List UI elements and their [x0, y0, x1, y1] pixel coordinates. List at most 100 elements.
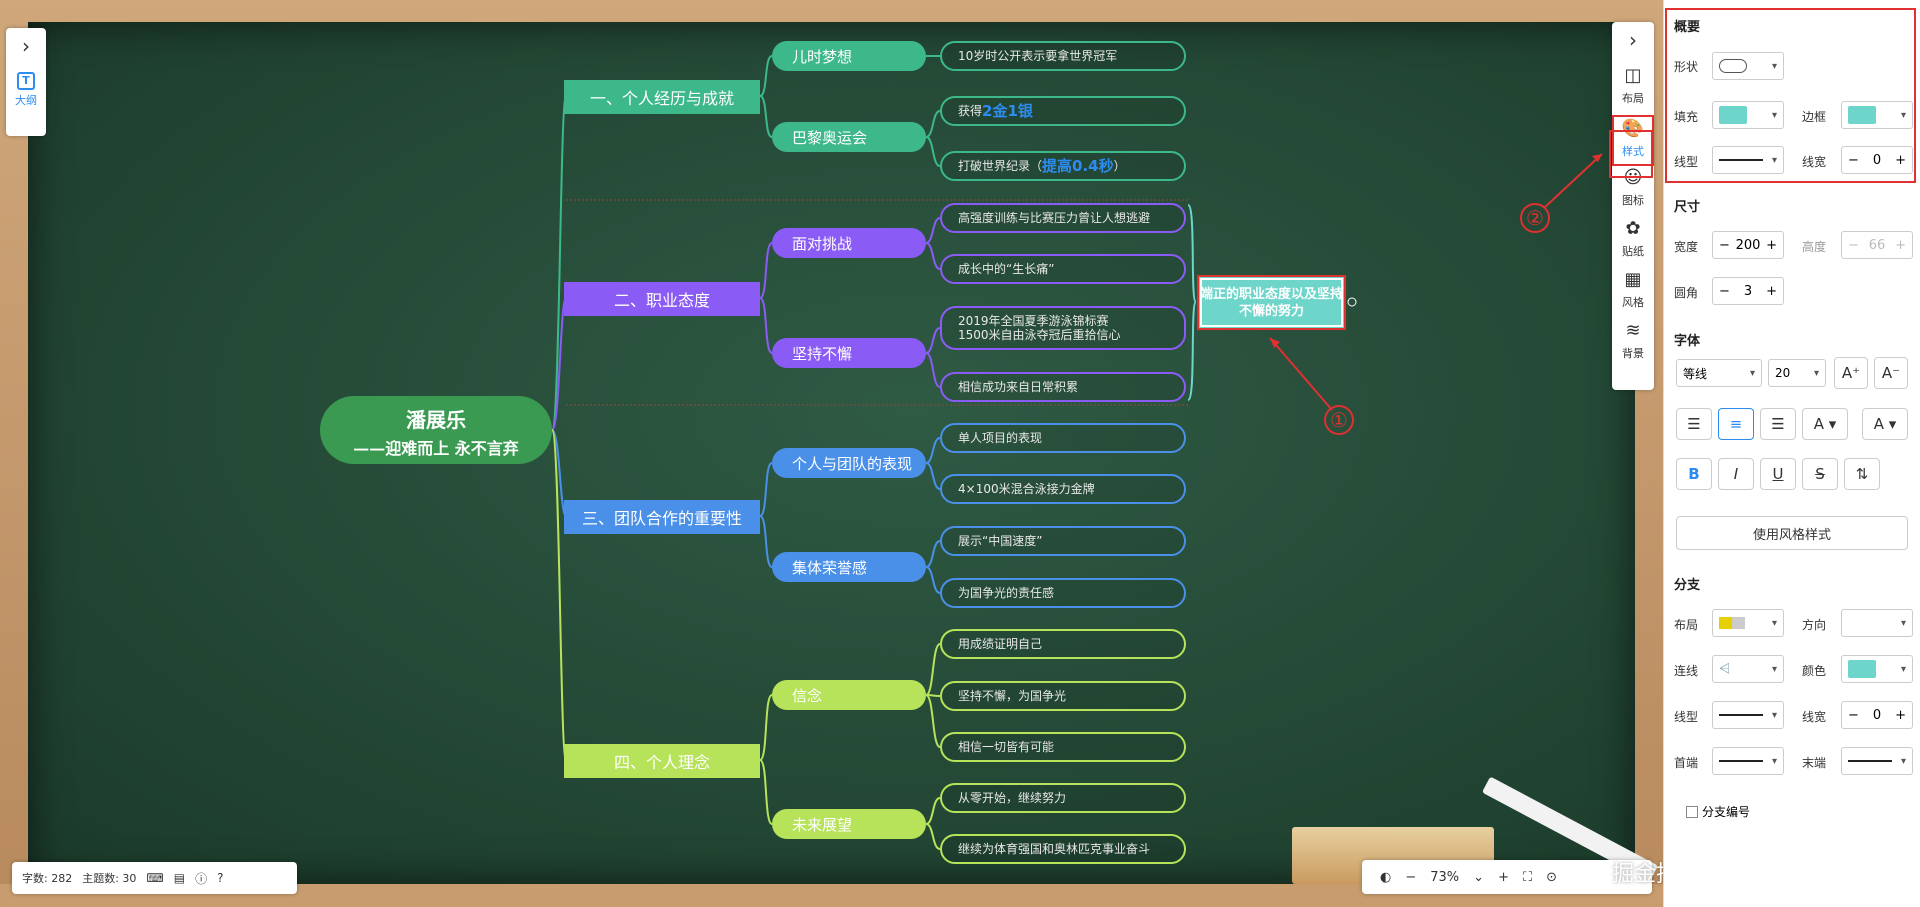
- subtopic-node[interactable]: 面对挑战: [772, 228, 926, 258]
- plus-icon[interactable]: +: [1895, 152, 1906, 168]
- branch-numbering-checkbox[interactable]: 分支编号: [1686, 803, 1750, 820]
- zoom-value[interactable]: 73%: [1430, 869, 1460, 885]
- font-family-select[interactable]: 等线▾: [1676, 359, 1762, 387]
- detail-node[interactable]: 成长中的“生长痛”: [940, 254, 1186, 284]
- fill-color-select[interactable]: ▾: [1712, 101, 1784, 129]
- line-width-value[interactable]: 0: [1872, 152, 1882, 168]
- branch-line-type-label: 线型: [1674, 710, 1699, 724]
- chevron-right-icon[interactable]: ›: [22, 34, 30, 58]
- toolbar-sticker-button[interactable]: ✿贴纸: [1612, 217, 1654, 268]
- use-theme-style-button[interactable]: 使用风格样式: [1676, 516, 1908, 550]
- width-value[interactable]: 200: [1735, 237, 1761, 253]
- canvas-area[interactable]: 潘展乐 ——迎难而上 永不言弃 一、个人经历与成就 二、职业态度 三、团队合作的…: [0, 0, 1663, 907]
- branch-line-width-value[interactable]: 0: [1872, 707, 1882, 723]
- minimap-icon[interactable]: ▤: [173, 871, 186, 885]
- size-title: 尺寸: [1674, 200, 1701, 215]
- detail-node[interactable]: 相信成功来自日常积累: [940, 372, 1186, 402]
- chevron-down-icon[interactable]: ⌄: [1473, 869, 1485, 885]
- connector-lines: [551, 55, 1603, 850]
- info-icon[interactable]: ⓘ: [195, 871, 208, 886]
- align-right-icon[interactable]: ☰: [1760, 408, 1796, 440]
- detail-node[interactable]: 相信一切皆有可能: [940, 732, 1186, 762]
- bold-icon[interactable]: B: [1676, 458, 1712, 490]
- plus-icon[interactable]: +: [1895, 707, 1906, 723]
- minus-icon[interactable]: −: [1848, 707, 1859, 723]
- fill-label: 填充: [1674, 110, 1699, 124]
- toolbar-style-button[interactable]: 🎨样式: [1612, 115, 1654, 166]
- branch-topic-4[interactable]: 四、个人理念: [564, 744, 760, 778]
- branch-layout-select[interactable]: ▾: [1712, 609, 1784, 637]
- line-type-select[interactable]: ▾: [1712, 146, 1784, 174]
- border-color-select[interactable]: ▾: [1841, 101, 1913, 129]
- subtopic-node[interactable]: 集体荣誉感: [772, 552, 926, 582]
- keyboard-icon[interactable]: ⌨: [146, 871, 164, 885]
- shape-select[interactable]: ▾: [1712, 52, 1784, 80]
- detail-node[interactable]: 打破世界纪录（提高0.4秒）: [940, 151, 1186, 181]
- line-width-stepper[interactable]: −0 +: [1841, 146, 1913, 174]
- detail-node[interactable]: 展示“中国速度”: [940, 526, 1186, 556]
- chevron-right-icon[interactable]: ›: [1629, 28, 1637, 52]
- subtopic-node[interactable]: 儿时梦想: [772, 41, 926, 71]
- fullscreen-icon[interactable]: ⛶: [1522, 869, 1533, 885]
- branch-topic-1[interactable]: 一、个人经历与成就: [564, 80, 760, 114]
- branch-line-width-stepper[interactable]: −0 +: [1841, 701, 1913, 729]
- detail-node[interactable]: 为国争光的责任感: [940, 578, 1186, 608]
- subtopic-node[interactable]: 未来展望: [772, 809, 926, 839]
- detail-node[interactable]: 坚持不懈，为国争光: [940, 681, 1186, 711]
- detail-node[interactable]: 单人项目的表现: [940, 423, 1186, 453]
- zoom-in-button[interactable]: +: [1498, 869, 1509, 885]
- detail-node[interactable]: 用成绩证明自己: [940, 629, 1186, 659]
- toolbar-theme-button[interactable]: ▦风格: [1612, 268, 1654, 319]
- toolbar-layout-button[interactable]: ◫布局: [1612, 64, 1654, 115]
- font-shrink-button[interactable]: A⁻: [1874, 357, 1908, 389]
- toolbar-background-button[interactable]: ≋背景: [1612, 319, 1654, 370]
- help-icon[interactable]: ?: [217, 871, 224, 885]
- italic-icon[interactable]: I: [1718, 458, 1754, 490]
- outline-button[interactable]: T 大纲: [6, 58, 46, 108]
- font-grow-button[interactable]: A⁺: [1834, 357, 1868, 389]
- width-stepper[interactable]: −200 +: [1712, 231, 1784, 259]
- highlight-color-icon[interactable]: A ▾: [1862, 408, 1908, 440]
- locate-icon[interactable]: ⊙: [1546, 869, 1557, 885]
- strikethrough-icon[interactable]: S: [1802, 458, 1838, 490]
- branch-color-select[interactable]: ▾: [1841, 655, 1913, 683]
- text-color-icon[interactable]: A ▾: [1802, 408, 1848, 440]
- detail-node[interactable]: 高强度训练与比赛压力曾让人想逃避: [940, 203, 1186, 233]
- align-center-icon[interactable]: ≡: [1718, 408, 1754, 440]
- summary-topic[interactable]: 端正的职业态度以及坚持不懈的努力: [1197, 275, 1346, 330]
- detail-node[interactable]: 从零开始，继续努力: [940, 783, 1186, 813]
- detail-node[interactable]: 10岁时公开表示要拿世界冠军: [940, 41, 1186, 71]
- detail-node[interactable]: 4×100米混合泳接力金牌: [940, 474, 1186, 504]
- minus-icon[interactable]: −: [1848, 152, 1859, 168]
- detail-node[interactable]: 2019年全国夏季游泳锦标赛 1500米自由泳夺冠后重拾信心: [940, 306, 1186, 350]
- detail-node-text: 获得: [958, 104, 983, 118]
- end-select[interactable]: ▾: [1841, 747, 1913, 775]
- align-left-icon[interactable]: ☰: [1676, 408, 1712, 440]
- subtopic-node[interactable]: 坚持不懈: [772, 338, 926, 368]
- minus-icon[interactable]: −: [1719, 283, 1730, 299]
- radius-value[interactable]: 3: [1743, 283, 1753, 299]
- underline-icon[interactable]: U: [1760, 458, 1796, 490]
- direction-select[interactable]: ▾: [1841, 609, 1913, 637]
- start-select[interactable]: ▾: [1712, 747, 1784, 775]
- zoom-out-button[interactable]: −: [1405, 869, 1417, 885]
- detail-node[interactable]: 继续为体育强国和奥林匹克事业奋斗: [940, 834, 1186, 864]
- font-family-value: 等线: [1683, 366, 1708, 381]
- plus-icon[interactable]: +: [1766, 283, 1777, 299]
- radius-stepper[interactable]: −3 +: [1712, 277, 1784, 305]
- subtopic-node[interactable]: 个人与团队的表现: [772, 448, 926, 478]
- checkbox-box[interactable]: [1686, 805, 1698, 818]
- subtopic-node[interactable]: 巴黎奥运会: [772, 122, 926, 152]
- sort-icon[interactable]: ⇅: [1844, 458, 1880, 490]
- minus-icon[interactable]: −: [1719, 237, 1730, 253]
- branch-line-type-select[interactable]: ▾: [1712, 701, 1784, 729]
- connector-select[interactable]: ⩤▾: [1712, 655, 1784, 683]
- subtopic-node[interactable]: 信念: [772, 680, 926, 710]
- root-topic[interactable]: 潘展乐 ——迎难而上 永不言弃: [320, 396, 552, 464]
- font-size-select[interactable]: 20▾: [1768, 359, 1826, 387]
- branch-topic-2[interactable]: 二、职业态度: [564, 282, 760, 316]
- fit-icon[interactable]: ◐: [1380, 869, 1392, 885]
- plus-icon[interactable]: +: [1766, 237, 1777, 253]
- branch-topic-3[interactable]: 三、团队合作的重要性: [564, 500, 760, 534]
